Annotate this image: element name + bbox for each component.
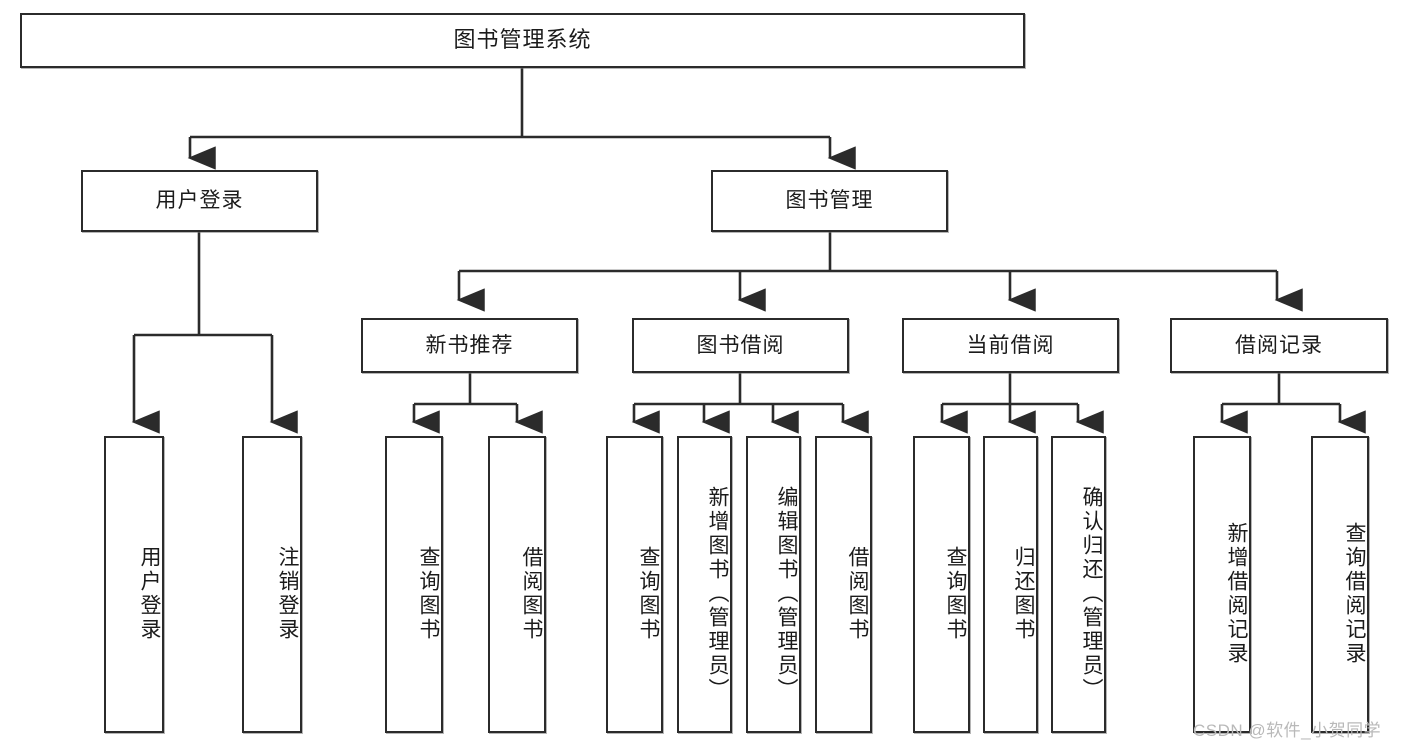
leaf-borrow-query-book[interactable]: 查询图书 [606, 436, 663, 733]
leaf-new-book-query[interactable]: 查询图书 [385, 436, 443, 733]
node-label: 当前借阅 [966, 333, 1055, 357]
node-label: 归还图书 [1012, 545, 1035, 642]
node-borrow-record[interactable]: 借阅记录 [1170, 318, 1388, 373]
node-label: 用户登录 [155, 189, 244, 213]
node-label: 借阅图书 [520, 545, 543, 642]
leaf-user-login-logout[interactable]: 注销登录 [242, 436, 302, 733]
node-label: 图书借阅 [696, 333, 785, 357]
node-label: 用户登录 [138, 545, 161, 642]
node-label: 确认归还（管理员） [1080, 485, 1103, 702]
node-label: 注销登录 [276, 545, 299, 642]
node-label: 查询图书 [944, 545, 967, 642]
leaf-borrow-edit-book-admin[interactable]: 编辑图书（管理员） [746, 436, 801, 733]
leaf-record-add-record[interactable]: 新增借阅记录 [1193, 436, 1251, 733]
node-label: 查询图书 [417, 545, 440, 642]
node-label: 借阅记录 [1235, 333, 1323, 357]
node-label: 编辑图书（管理员） [775, 485, 798, 702]
node-user-login[interactable]: 用户登录 [81, 170, 318, 232]
node-label: 新增图书（管理员） [706, 485, 729, 702]
leaf-borrow-borrow-book[interactable]: 借阅图书 [815, 436, 872, 733]
node-current-borrow[interactable]: 当前借阅 [902, 318, 1119, 373]
node-book-borrow[interactable]: 图书借阅 [632, 318, 849, 373]
node-label: 新书推荐 [425, 333, 514, 357]
node-label: 查询借阅记录 [1343, 521, 1366, 666]
leaf-user-login-login[interactable]: 用户登录 [104, 436, 164, 733]
node-new-book-recommend[interactable]: 新书推荐 [361, 318, 578, 373]
node-label: 新增借阅记录 [1225, 521, 1248, 666]
leaf-current-confirm-return-admin[interactable]: 确认归还（管理员） [1051, 436, 1106, 733]
node-label: 借阅图书 [846, 545, 869, 642]
node-label: 图书管理系统 [453, 27, 592, 53]
leaf-record-query-record[interactable]: 查询借阅记录 [1311, 436, 1369, 733]
leaf-current-return-book[interactable]: 归还图书 [983, 436, 1038, 733]
node-label: 图书管理 [785, 189, 874, 213]
node-label: 查询图书 [637, 545, 660, 642]
leaf-current-query-book[interactable]: 查询图书 [913, 436, 970, 733]
leaf-new-book-borrow[interactable]: 借阅图书 [488, 436, 546, 733]
leaf-borrow-add-book-admin[interactable]: 新增图书（管理员） [677, 436, 732, 733]
csdn-watermark: CSDN @软件_小贺同学 [1193, 721, 1382, 740]
node-book-management[interactable]: 图书管理 [711, 170, 948, 232]
node-root-system[interactable]: 图书管理系统 [20, 13, 1025, 68]
